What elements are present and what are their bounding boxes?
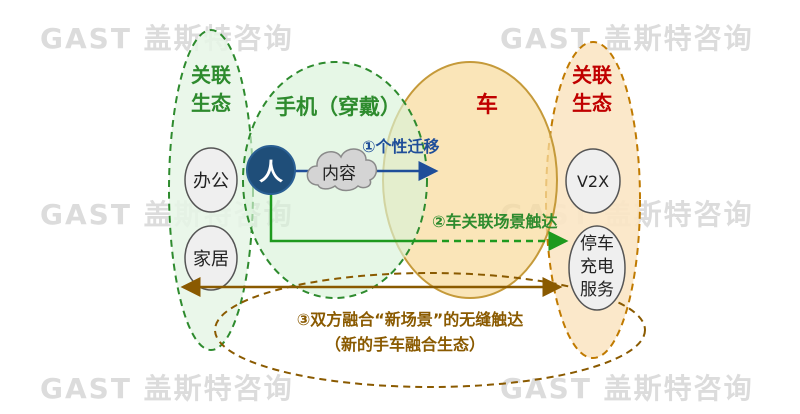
scene-reach-label: ②车关联场景触达: [432, 212, 558, 231]
right-ecosystem-title-line1: 关联: [572, 63, 612, 87]
cloud-label: 内容: [322, 164, 356, 184]
watermark-text: GAST 盖斯特咨询: [40, 22, 294, 55]
personal-migration-label: ①个性迁移: [362, 137, 440, 156]
fusion-ellipse: [214, 272, 646, 388]
left-ecosystem-title-line1: 关联: [191, 63, 231, 87]
car-title: 车: [476, 92, 498, 118]
person-icon: [246, 145, 296, 195]
person-label: 人: [259, 158, 283, 186]
v2x-label: V2X: [577, 172, 609, 191]
service-label-line3: 服务: [580, 280, 614, 300]
watermark-text: GAST 盖斯特咨询: [500, 372, 754, 405]
watermark-text: GAST 盖斯特咨询: [500, 22, 754, 55]
cloud-icon: [306, 148, 378, 192]
service-node: [568, 225, 626, 311]
home-label: 家居: [193, 249, 229, 270]
service-label-line2: 充电: [580, 257, 614, 277]
fusion-label-line1: ③双方融合“新场景”的无缝触达: [297, 310, 524, 329]
service-label-line1: 停车: [580, 234, 614, 254]
office-node: [184, 147, 238, 213]
v2x-node: [565, 148, 621, 214]
office-label: 办公: [193, 171, 229, 192]
watermark-text: GAST 盖斯特咨询: [40, 372, 294, 405]
scene-reach-solid-arrow: [269, 194, 430, 243]
phone-title: 手机（穿戴）: [275, 95, 401, 119]
fusion-label-line2: （新的手车融合生态）: [325, 335, 485, 354]
left-ecosystem-title-line2: 生态: [191, 91, 231, 115]
right-ecosystem-title-line2: 生态: [572, 91, 612, 115]
